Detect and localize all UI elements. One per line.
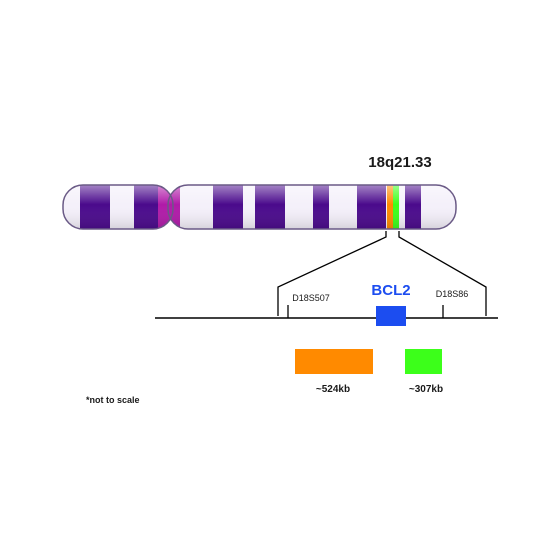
chromosome-ideogram xyxy=(62,184,457,230)
zoom-line-left xyxy=(277,231,387,316)
chromosome-p-arm-outline xyxy=(62,184,174,230)
band-label: 18q21.33 xyxy=(368,154,431,171)
zoom-line-right xyxy=(398,231,487,316)
footnote: *not to scale xyxy=(86,395,140,405)
gene-bcl2-box xyxy=(376,306,406,326)
chromosome-bands xyxy=(63,185,456,229)
marker-right-label: D18S86 xyxy=(436,289,469,299)
zoom-lines xyxy=(277,231,487,316)
probe-orange xyxy=(295,349,373,374)
chromosome-shading xyxy=(63,185,456,229)
chromosome-q-arm-outline xyxy=(167,184,457,230)
marker-left-label: D18S507 xyxy=(292,293,330,303)
probe-green-size-label: ~307kb xyxy=(409,384,443,395)
probe-orange-size-label: ~524kb xyxy=(316,384,350,395)
probe-green xyxy=(405,349,442,374)
gene-label: BCL2 xyxy=(371,282,410,299)
